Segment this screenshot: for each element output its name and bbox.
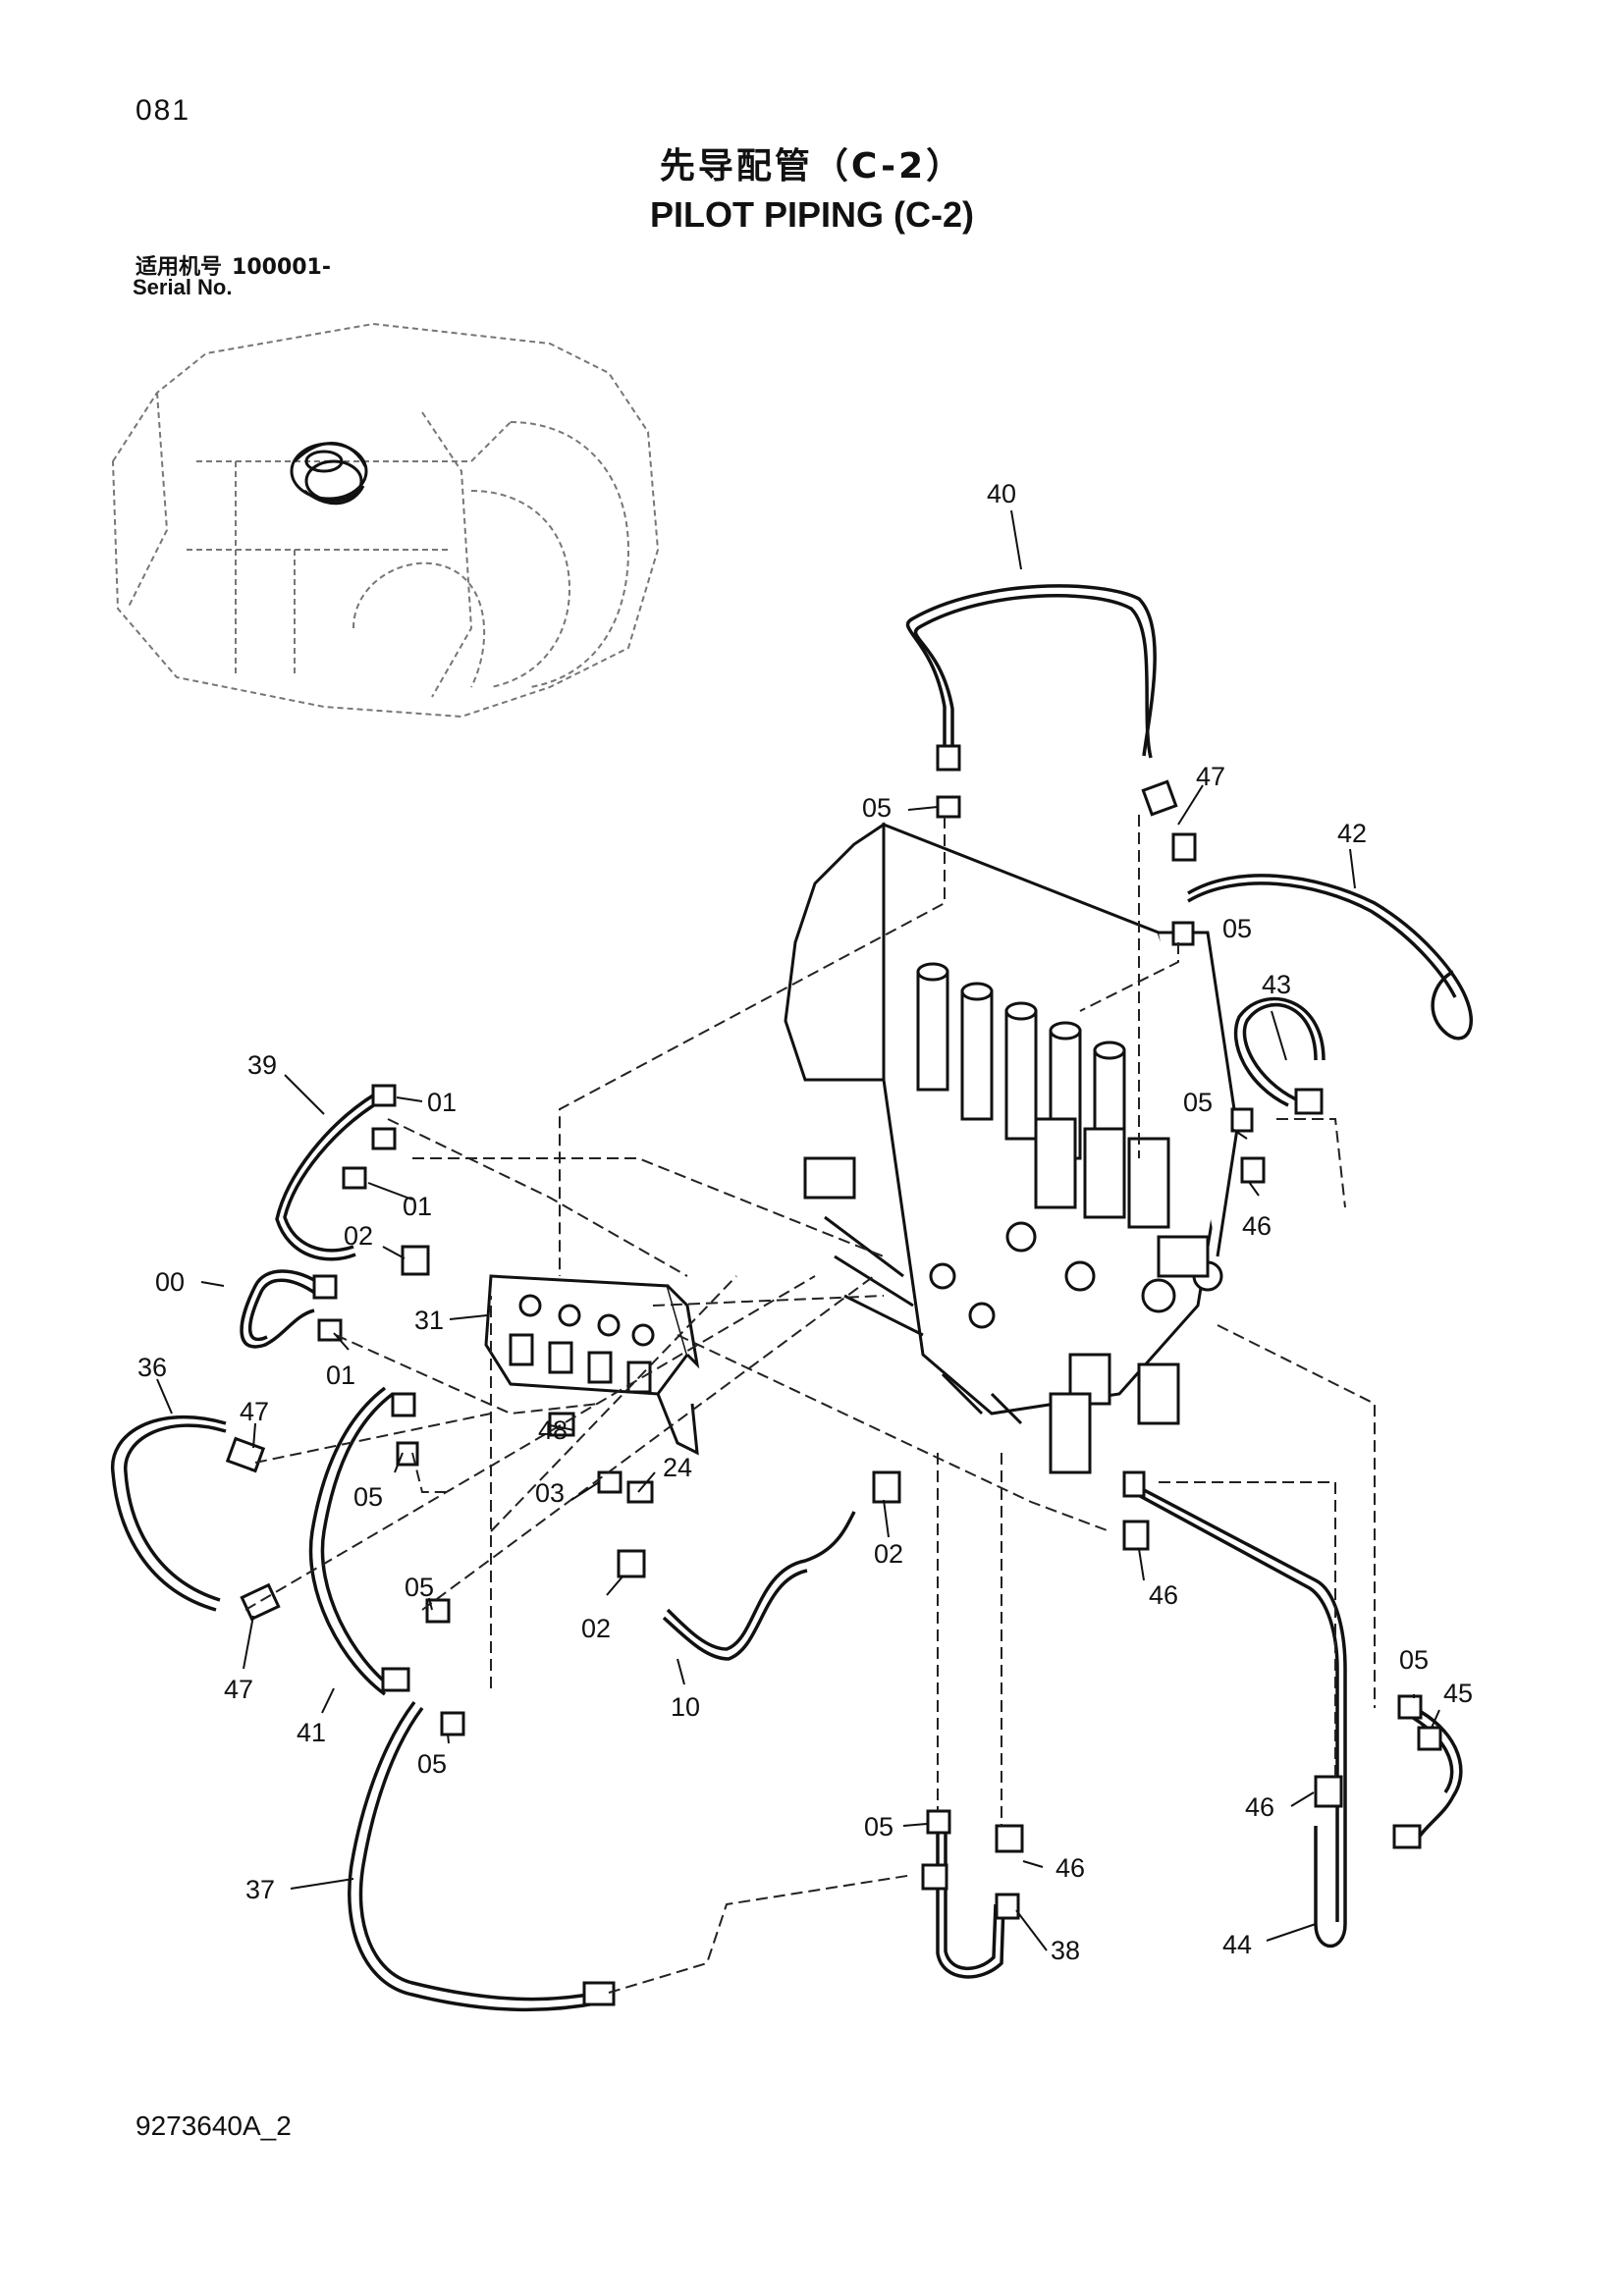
pipe-10 <box>666 1511 856 1651</box>
callout-05: 05 <box>864 1812 893 1842</box>
callout-05: 05 <box>353 1482 383 1512</box>
callout-02: 02 <box>874 1539 903 1569</box>
title-chinese: 先导配管（C-2） <box>659 146 965 187</box>
serial-label-english: Serial No. <box>133 275 233 299</box>
serial-value: 100001- <box>232 255 331 280</box>
callout-48: 48 <box>538 1415 568 1445</box>
pilot-manifold-block <box>484 1274 700 1456</box>
pipe-00 <box>240 1269 325 1349</box>
callout-00: 00 <box>155 1267 185 1297</box>
callout-39: 39 <box>247 1050 277 1080</box>
callout-46: 46 <box>1242 1211 1272 1241</box>
callout-05: 05 <box>405 1573 434 1602</box>
callout-47: 47 <box>224 1675 253 1704</box>
title-english: PILOT PIPING (C-2) <box>649 194 974 235</box>
serial-label-chinese: 适用机号 <box>135 255 223 280</box>
pipe-39 <box>283 1097 384 1253</box>
fittings <box>225 744 1442 2006</box>
callout-47: 47 <box>240 1397 269 1426</box>
callout-03: 03 <box>535 1478 565 1508</box>
callout-46: 46 <box>1056 1853 1085 1883</box>
callout-10: 10 <box>671 1692 700 1722</box>
callout-43: 43 <box>1262 970 1291 999</box>
hose-43 <box>1242 1002 1318 1101</box>
callout-36: 36 <box>137 1353 167 1382</box>
callout-01: 01 <box>403 1192 432 1221</box>
hose-37 <box>358 1706 600 2002</box>
hose-36 <box>111 1415 227 1612</box>
callout-02: 02 <box>344 1221 373 1251</box>
serial-line: 适用机号 100001- <box>135 249 331 281</box>
hose-42 <box>1187 874 1473 1041</box>
callout-46: 46 <box>1245 1792 1274 1822</box>
callout-leaders <box>156 509 1440 1951</box>
callout-41: 41 <box>297 1718 326 1747</box>
callout-31: 31 <box>414 1306 444 1335</box>
callout-05: 05 <box>1399 1645 1429 1675</box>
callout-42: 42 <box>1337 819 1367 848</box>
hoses <box>111 584 1473 2012</box>
pipe-44 <box>1128 1480 1347 1949</box>
callout-38: 38 <box>1051 1936 1080 1965</box>
callout-45: 45 <box>1443 1679 1473 1708</box>
reference-lines <box>244 815 1376 1994</box>
callout-05: 05 <box>862 793 892 823</box>
callout-01: 01 <box>427 1088 457 1117</box>
callout-40: 40 <box>987 479 1016 508</box>
document-id: 9273640A_2 <box>135 2110 292 2141</box>
callout-24: 24 <box>663 1453 692 1482</box>
main-control-valve <box>784 822 1239 1474</box>
machine-overview-illustration <box>111 322 660 719</box>
page-number: 081 <box>135 94 191 127</box>
callout-44: 44 <box>1222 1930 1252 1959</box>
hose-38 <box>936 1826 1005 1979</box>
callout-05: 05 <box>1222 914 1252 943</box>
callout-02: 02 <box>581 1614 611 1643</box>
callout-05: 05 <box>417 1749 447 1779</box>
callout-46: 46 <box>1149 1580 1178 1610</box>
highlighted-valve-thumbnail <box>290 442 368 506</box>
callout-01: 01 <box>326 1361 355 1390</box>
hose-40 <box>905 584 1157 758</box>
callout-47: 47 <box>1196 762 1225 791</box>
callout-05: 05 <box>1183 1088 1213 1117</box>
hose-41 <box>320 1392 395 1690</box>
callout-labels: 40 05 47 42 05 43 39 01 01 05 46 02 00 3… <box>137 479 1473 1965</box>
callout-37: 37 <box>245 1875 275 1904</box>
